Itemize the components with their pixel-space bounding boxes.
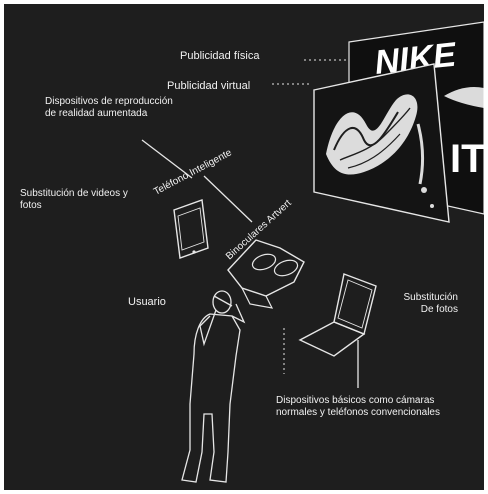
label-photo-substitution-1: Substitución — [398, 292, 458, 304]
virtual-billboard — [314, 64, 449, 222]
billboard-brand-text-bottom: IT — [450, 137, 484, 181]
leader-ar-devices-binoculars — [204, 176, 252, 222]
user-silhouette — [182, 291, 244, 482]
label-photo-substitution-2: De fotos — [398, 304, 458, 316]
laptop-illustration — [300, 274, 376, 356]
smartphone-illustration — [174, 200, 208, 258]
label-ar-devices: Dispositivos de reproducción de realidad… — [45, 96, 177, 120]
label-physical-ad: Publicidad física — [180, 50, 260, 62]
label-user: Usuario — [128, 296, 166, 308]
diagram-panel: NIKE IT — [4, 4, 484, 490]
label-virtual-ad: Publicidad virtual — [167, 80, 250, 92]
label-basic-devices: Dispositivos básicos como cámaras normal… — [276, 395, 456, 419]
label-video-photo-substitution: Substitución de videos y fotos — [20, 188, 138, 212]
